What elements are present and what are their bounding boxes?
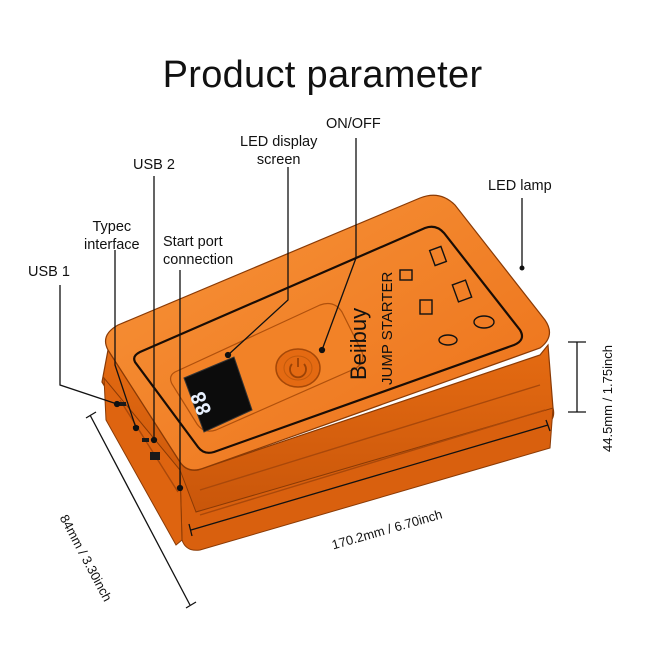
- start-port: [150, 452, 160, 460]
- brand-name: Beiibuy: [346, 308, 371, 380]
- power-icon: [289, 363, 307, 379]
- usb1-label: USB 1: [28, 264, 70, 280]
- page-title: Product parameter: [162, 54, 483, 96]
- camera-icon: [399, 269, 413, 281]
- led-display-label: LED display screen: [240, 134, 318, 168]
- callout-lines: [59, 138, 523, 492]
- usb2-label: USB 2: [133, 157, 175, 173]
- onoff-label: ON/OFF: [326, 116, 381, 132]
- dimension-lines: [85, 341, 586, 609]
- book-icon: [419, 299, 433, 315]
- start-port-label: Start port connection: [163, 234, 234, 268]
- usb1-port: [118, 402, 126, 406]
- usb2-port: [142, 438, 149, 442]
- function-icons: [399, 245, 495, 346]
- phone-icon: [428, 245, 448, 267]
- capsule-icon: [473, 315, 495, 329]
- car-icon: [438, 334, 458, 346]
- typec-label: Typec interface: [84, 219, 140, 253]
- tablet-icon: [451, 279, 473, 303]
- height-dimension-label: 44.5mm / 1.75inch: [600, 345, 615, 452]
- led-lamp-label: LED lamp: [488, 178, 552, 194]
- power-button[interactable]: [275, 348, 321, 388]
- brand-subtitle: JUMP STARTER: [379, 271, 396, 385]
